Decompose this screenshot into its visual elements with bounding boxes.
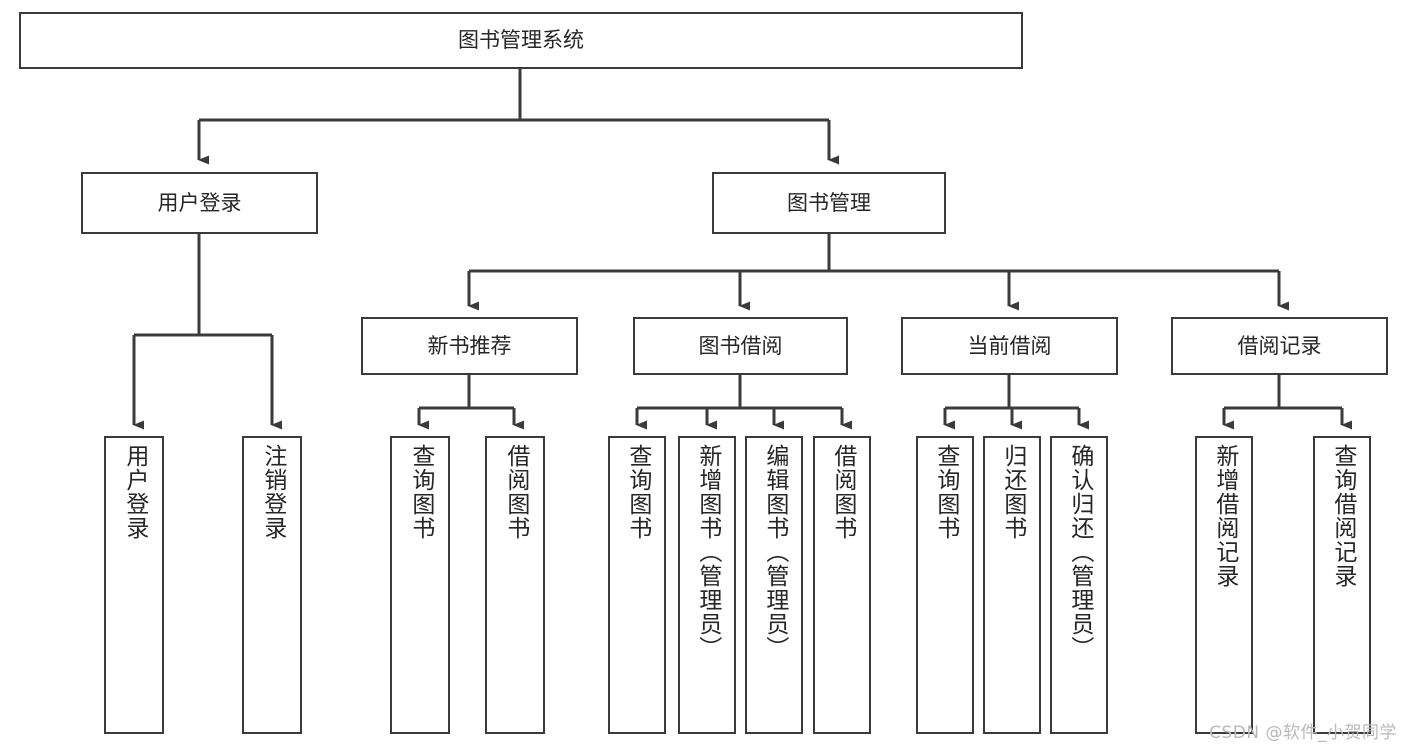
node-label: 查询借阅记录 xyxy=(1329,444,1356,588)
node-label: 查询图书 xyxy=(407,444,434,540)
node-label: 确认归还（管理员） xyxy=(1066,444,1093,660)
node-label: 查询图书 xyxy=(932,444,959,540)
node-label: 编辑图书（管理员） xyxy=(761,444,788,660)
edge-group-book-borrow xyxy=(635,375,852,430)
node-leaf-query-book-borrow[interactable]: 查询图书 xyxy=(608,436,666,734)
node-label: 新增借阅记录 xyxy=(1211,444,1238,588)
node-new-book-recommendation[interactable]: 新书推荐 xyxy=(361,317,578,375)
edge-group-borrow-record xyxy=(1222,375,1352,430)
edge-group-new-book-rec xyxy=(417,375,524,430)
node-leaf-query-borrow-record[interactable]: 查询借阅记录 xyxy=(1313,436,1371,734)
node-label: 借阅图书 xyxy=(502,444,529,540)
node-leaf-edit-book-admin[interactable]: 编辑图书（管理员） xyxy=(745,436,803,734)
node-label: 注销登录 xyxy=(259,444,286,540)
csdn-watermark: CSDN @软件_小贺同学 xyxy=(1209,723,1397,743)
node-user-login[interactable]: 用户登录 xyxy=(81,172,318,234)
node-label: 借阅记录 xyxy=(1237,333,1322,358)
node-leaf-add-book-admin[interactable]: 新增图书（管理员） xyxy=(678,436,736,734)
node-leaf-borrow-book-recommendation[interactable]: 借阅图书 xyxy=(485,436,545,734)
node-leaf-query-book-recommendation[interactable]: 查询图书 xyxy=(390,436,450,734)
node-leaf-query-book-current[interactable]: 查询图书 xyxy=(916,436,974,734)
edge-group-user-login xyxy=(132,234,282,430)
node-label: 用户登录 xyxy=(157,190,242,215)
node-label: 查询图书 xyxy=(624,444,651,540)
node-label: 图书借阅 xyxy=(698,333,783,358)
node-label: 归还图书 xyxy=(999,444,1026,540)
node-leaf-confirm-return-admin[interactable]: 确认归还（管理员） xyxy=(1050,436,1108,734)
node-leaf-user-login[interactable]: 用户登录 xyxy=(104,436,164,734)
node-leaf-borrow-book[interactable]: 借阅图书 xyxy=(813,436,871,734)
node-leaf-return-book[interactable]: 归还图书 xyxy=(983,436,1041,734)
node-label: 当前借阅 xyxy=(967,333,1052,358)
node-label: 图书管理系统 xyxy=(458,28,584,53)
node-root-system[interactable]: 图书管理系统 xyxy=(19,12,1023,69)
node-borrow-record[interactable]: 借阅记录 xyxy=(1171,317,1388,375)
edge-group-book-mgmt xyxy=(467,234,1289,311)
node-label: 用户登录 xyxy=(121,444,148,540)
node-label: 新增图书（管理员） xyxy=(694,444,721,660)
node-label: 图书管理 xyxy=(787,190,871,215)
node-book-borrow[interactable]: 图书借阅 xyxy=(633,317,848,375)
node-label: 新书推荐 xyxy=(427,333,512,358)
node-leaf-add-borrow-record[interactable]: 新增借阅记录 xyxy=(1195,436,1253,734)
node-leaf-logout[interactable]: 注销登录 xyxy=(242,436,302,734)
node-label: 借阅图书 xyxy=(829,444,856,540)
node-current-borrow[interactable]: 当前借阅 xyxy=(901,317,1118,375)
edge-group-root xyxy=(197,69,839,165)
edge-group-current-borrow xyxy=(943,375,1089,430)
node-book-management[interactable]: 图书管理 xyxy=(712,172,946,234)
